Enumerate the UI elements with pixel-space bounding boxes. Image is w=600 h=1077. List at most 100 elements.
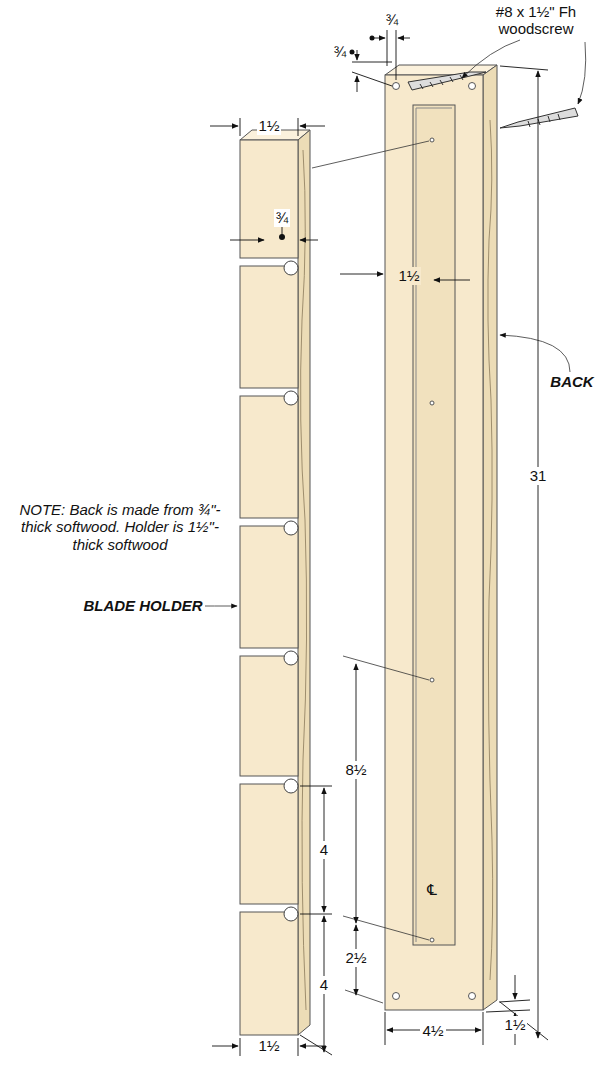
part-name: BACK bbox=[548, 373, 595, 390]
dimension-line bbox=[483, 1012, 484, 1045]
leader-line bbox=[205, 606, 237, 607]
dimension-line bbox=[240, 118, 241, 136]
blade-slot bbox=[284, 907, 298, 921]
dimension-line bbox=[300, 126, 325, 127]
woodscrew bbox=[500, 108, 578, 128]
dimension-line bbox=[352, 72, 392, 86]
dimension-dot bbox=[279, 234, 285, 240]
dimension-label: ¾ bbox=[384, 11, 401, 28]
dimension-line bbox=[515, 975, 516, 999]
dimension-line bbox=[357, 76, 358, 92]
dimension-label: ¾ bbox=[274, 209, 291, 226]
dimension-line bbox=[300, 1046, 326, 1047]
woodscrew bbox=[528, 114, 560, 127]
dimension-line bbox=[212, 1046, 238, 1047]
dimension-line bbox=[500, 66, 548, 70]
blade-slot bbox=[284, 391, 298, 405]
blade-slot bbox=[284, 521, 298, 535]
screw-hole bbox=[393, 83, 476, 1000]
blade-slot bbox=[284, 651, 298, 665]
blade-slot bbox=[284, 261, 298, 275]
dimension-line bbox=[387, 30, 388, 66]
woodscrew bbox=[408, 72, 486, 90]
dimension-line bbox=[324, 788, 325, 800]
woodscrew bbox=[420, 75, 463, 89]
screw-hole bbox=[393, 993, 400, 1000]
dimension-line bbox=[396, 30, 397, 80]
back-board bbox=[385, 65, 497, 1010]
dimension-line bbox=[230, 240, 264, 241]
screw-hole bbox=[430, 401, 434, 405]
dimension-label: 8½ bbox=[344, 761, 369, 778]
dimension-label: 1½ bbox=[397, 267, 422, 284]
dimension-line bbox=[356, 664, 357, 740]
dimension-line bbox=[210, 30, 548, 1056]
dimension-line bbox=[385, 1012, 386, 1045]
leader-line bbox=[205, 40, 586, 1003]
dimension-line bbox=[210, 126, 238, 127]
dimension-line bbox=[446, 1030, 481, 1031]
screw-hole bbox=[430, 938, 434, 942]
dimension-label: ℄ bbox=[425, 881, 439, 898]
dimension-label: 1½ bbox=[257, 1037, 282, 1054]
dimension-line bbox=[300, 914, 332, 915]
dimension-line bbox=[300, 240, 318, 241]
blade-holder bbox=[240, 784, 298, 904]
dimension-dot bbox=[279, 36, 375, 241]
blade-holder bbox=[240, 130, 310, 1035]
back-board bbox=[416, 108, 417, 942]
screw-hole bbox=[469, 993, 476, 1000]
dimension-line bbox=[298, 118, 299, 136]
blade-slot bbox=[284, 261, 298, 921]
dimension-label: 4 bbox=[318, 841, 330, 858]
dimension-line bbox=[300, 786, 332, 787]
dimension-line bbox=[240, 1038, 241, 1056]
dimension-line bbox=[499, 1000, 530, 1002]
woodscrew bbox=[408, 72, 578, 128]
back-board bbox=[413, 105, 455, 945]
screw-hole bbox=[469, 83, 476, 90]
dimension-line bbox=[352, 62, 392, 63]
dimension-line bbox=[357, 50, 358, 60]
dimension-line bbox=[434, 280, 470, 281]
dimension-label: 2½ bbox=[344, 949, 369, 966]
dimension-line bbox=[500, 1002, 548, 1040]
dimension-label: 1½ bbox=[503, 1016, 528, 1033]
dimension-label: 4½ bbox=[421, 1022, 446, 1039]
dimension-line bbox=[324, 1040, 325, 1052]
blade-holder bbox=[240, 266, 298, 388]
dimension-line bbox=[356, 800, 357, 923]
dimension-line bbox=[486, 1010, 530, 1012]
blade-holder bbox=[240, 912, 298, 1035]
leader-line bbox=[500, 335, 570, 372]
dimension-line bbox=[324, 916, 325, 930]
dimension-line bbox=[538, 650, 539, 1038]
back-board bbox=[416, 108, 452, 109]
blade-holder bbox=[298, 130, 310, 1035]
dimension-label: ¾ bbox=[332, 43, 349, 60]
dimension-line bbox=[324, 900, 325, 912]
dimension-line bbox=[398, 38, 410, 39]
dimension-line bbox=[340, 274, 383, 275]
dimension-label: 1½ bbox=[257, 117, 282, 134]
screw-hole bbox=[393, 83, 400, 90]
back-board bbox=[488, 120, 493, 980]
dimension-line bbox=[298, 1038, 299, 1056]
part-name: BLADE HOLDER bbox=[81, 597, 204, 614]
leader-line bbox=[462, 40, 520, 78]
screw-hole bbox=[430, 138, 434, 142]
blade-holder bbox=[240, 656, 298, 776]
dimension-label: 31 bbox=[528, 467, 549, 484]
dimension-line bbox=[538, 71, 539, 300]
blade-holder bbox=[240, 526, 298, 648]
blade-slot bbox=[284, 779, 298, 793]
dimension-line bbox=[300, 1035, 332, 1055]
dimension-dot bbox=[350, 50, 355, 55]
note-text: NOTE: Back is made from ¾"-thick softwoo… bbox=[12, 501, 228, 553]
leader-line bbox=[578, 42, 586, 104]
blade-holder bbox=[240, 396, 298, 518]
back-board bbox=[483, 65, 497, 1010]
back-board bbox=[385, 75, 483, 1010]
callout-text: #8 x 1½" Fh woodscrew bbox=[475, 3, 597, 38]
